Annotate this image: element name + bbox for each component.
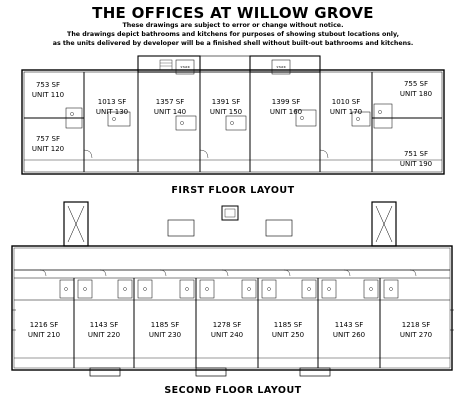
- unit-120-sf: 757 SF: [36, 135, 60, 143]
- unit-110-sf: 753 SF: [36, 81, 60, 89]
- unit-250-sf: 1185 SF: [274, 321, 303, 329]
- unit-190-sf: 751 SF: [404, 150, 428, 158]
- second-floor-plan: [11, 201, 454, 377]
- stair-label-1: STAIR: [180, 65, 189, 69]
- second-floor-unit-labels: 1216 SF UNIT 210 1143 SF UNIT 220 1185 S…: [28, 321, 432, 339]
- unit-240-label: UNIT 240: [211, 331, 243, 339]
- unit-270-sf: 1218 SF: [402, 321, 431, 329]
- unit-240-sf: 1278 SF: [213, 321, 242, 329]
- unit-160-sf: 1399 SF: [272, 98, 301, 106]
- unit-230-sf: 1185 SF: [151, 321, 180, 329]
- disclaimer-line-2: The drawings depict bathrooms and kitche…: [67, 31, 399, 38]
- unit-220-label: UNIT 220: [88, 331, 120, 339]
- unit-250-label: UNIT 250: [272, 331, 304, 339]
- unit-220-sf: 1143 SF: [90, 321, 119, 329]
- second-floor-outline: [11, 245, 453, 371]
- first-floor-plan: STAIR STAIR: [21, 55, 445, 175]
- unit-130-sf: 1013 SF: [98, 98, 127, 106]
- unit-260-label: UNIT 260: [333, 331, 365, 339]
- unit-120-label: UNIT 120: [32, 145, 64, 153]
- unit-190-label: UNIT 190: [400, 160, 432, 168]
- disclaimer-line-1: These drawings are subject to error or c…: [122, 22, 344, 29]
- unit-180-label: UNIT 180: [400, 90, 432, 98]
- second-floor-layout-label: SECOND FLOOR LAYOUT: [164, 385, 302, 396]
- unit-150-sf: 1391 SF: [212, 98, 241, 106]
- first-floor-bump-right: [249, 55, 321, 73]
- stair-label-2: STAIR: [276, 65, 285, 69]
- unit-270-label: UNIT 270: [400, 331, 432, 339]
- unit-150-label: UNIT 150: [210, 108, 242, 116]
- elevator-box: [221, 205, 239, 221]
- unit-160-label: UNIT 160: [270, 108, 302, 116]
- unit-210-sf: 1216 SF: [30, 321, 59, 329]
- first-floor-unit-labels: 753 SF UNIT 110 757 SF UNIT 120 1013 SF …: [32, 80, 432, 168]
- page-title: THE OFFICES AT WILLOW GROVE: [92, 4, 374, 22]
- unit-110-label: UNIT 110: [32, 91, 64, 99]
- unit-130-label: UNIT 130: [96, 108, 128, 116]
- unit-140-label: UNIT 140: [154, 108, 186, 116]
- disclaimer-line-3: as the units delivered by developer will…: [52, 40, 414, 47]
- unit-230-label: UNIT 230: [149, 331, 181, 339]
- unit-170-sf: 1010 SF: [332, 98, 361, 106]
- first-floor-layout-label: FIRST FLOOR LAYOUT: [171, 185, 295, 196]
- unit-210-label: UNIT 210: [28, 331, 60, 339]
- first-floor-outline: [21, 69, 445, 175]
- unit-180-sf: 755 SF: [404, 80, 428, 88]
- unit-140-sf: 1357 SF: [156, 98, 185, 106]
- unit-170-label: UNIT 170: [330, 108, 362, 116]
- unit-260-sf: 1143 SF: [335, 321, 364, 329]
